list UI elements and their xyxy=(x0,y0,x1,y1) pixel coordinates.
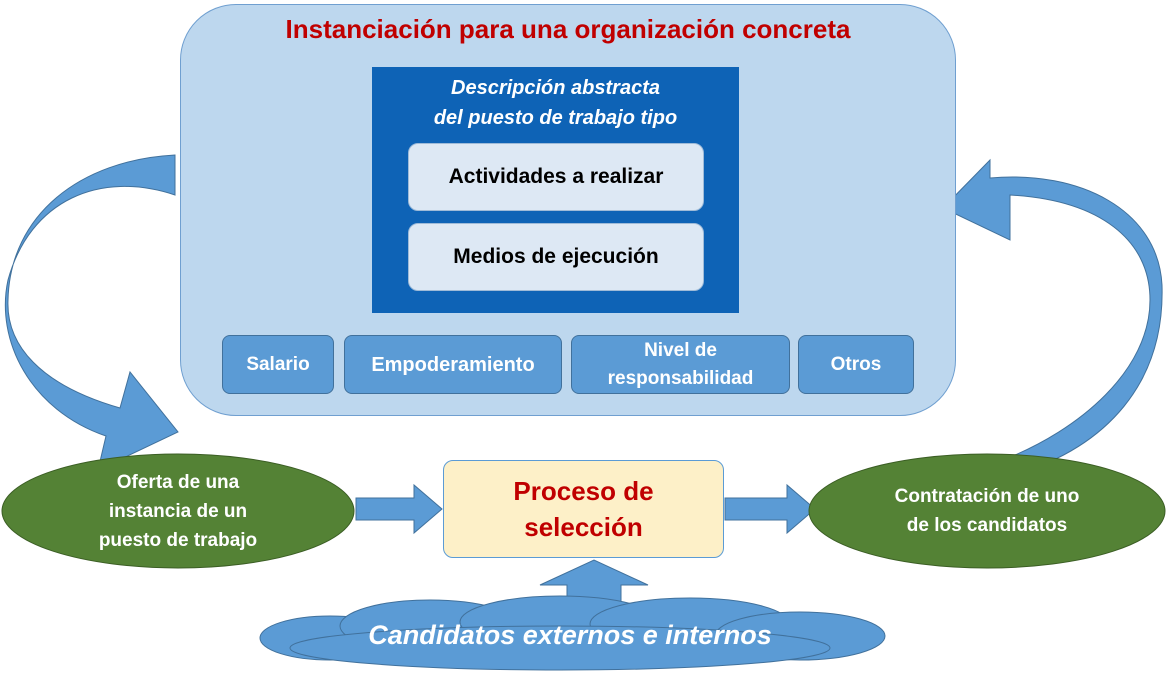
right-curved-arrow xyxy=(942,158,1163,479)
abstract-title-line2: del puesto de trabajo tipo xyxy=(433,107,678,129)
hiring-label: Contratación de uno de los candidatos xyxy=(809,454,1165,568)
selection-process-box: Proceso de selección xyxy=(443,460,724,558)
offer-line1: Oferta de una xyxy=(116,471,240,493)
offer-ellipse xyxy=(1,453,355,569)
arrow-to-hiring xyxy=(724,483,816,535)
empowerment-chip: Empoderamiento xyxy=(344,335,562,394)
left-curved-arrow xyxy=(4,154,179,471)
arrow-to-process xyxy=(355,483,443,535)
hiring-line2: de los candidatos xyxy=(906,515,1068,536)
process-line1: Proceso de xyxy=(513,476,654,506)
others-chip: Otros xyxy=(798,335,914,394)
hiring-ellipse xyxy=(808,453,1166,569)
hiring-line1: Contratación de uno xyxy=(894,486,1080,507)
activities-box: Actividades a realizar xyxy=(408,143,704,211)
means-box: Medios de ejecución xyxy=(408,223,704,291)
offer-line2: instancia de un xyxy=(108,500,248,522)
abstract-description-title: Descripción abstracta del puesto de trab… xyxy=(372,73,739,133)
abstract-title-line1: Descripción abstracta xyxy=(451,77,660,99)
process-line2: selección xyxy=(524,512,643,542)
offer-line3: puesto de trabajo xyxy=(98,529,258,551)
salary-chip: Salario xyxy=(222,335,334,394)
instantiation-title: Instanciación para una organización conc… xyxy=(285,14,851,44)
candidates-cloud xyxy=(259,595,886,671)
responsibility-chip: Nivel de responsabilidad xyxy=(571,335,790,394)
candidates-label: Candidatos externos e internos xyxy=(368,620,772,650)
offer-label: Oferta de una instancia de un puesto de … xyxy=(2,454,354,568)
